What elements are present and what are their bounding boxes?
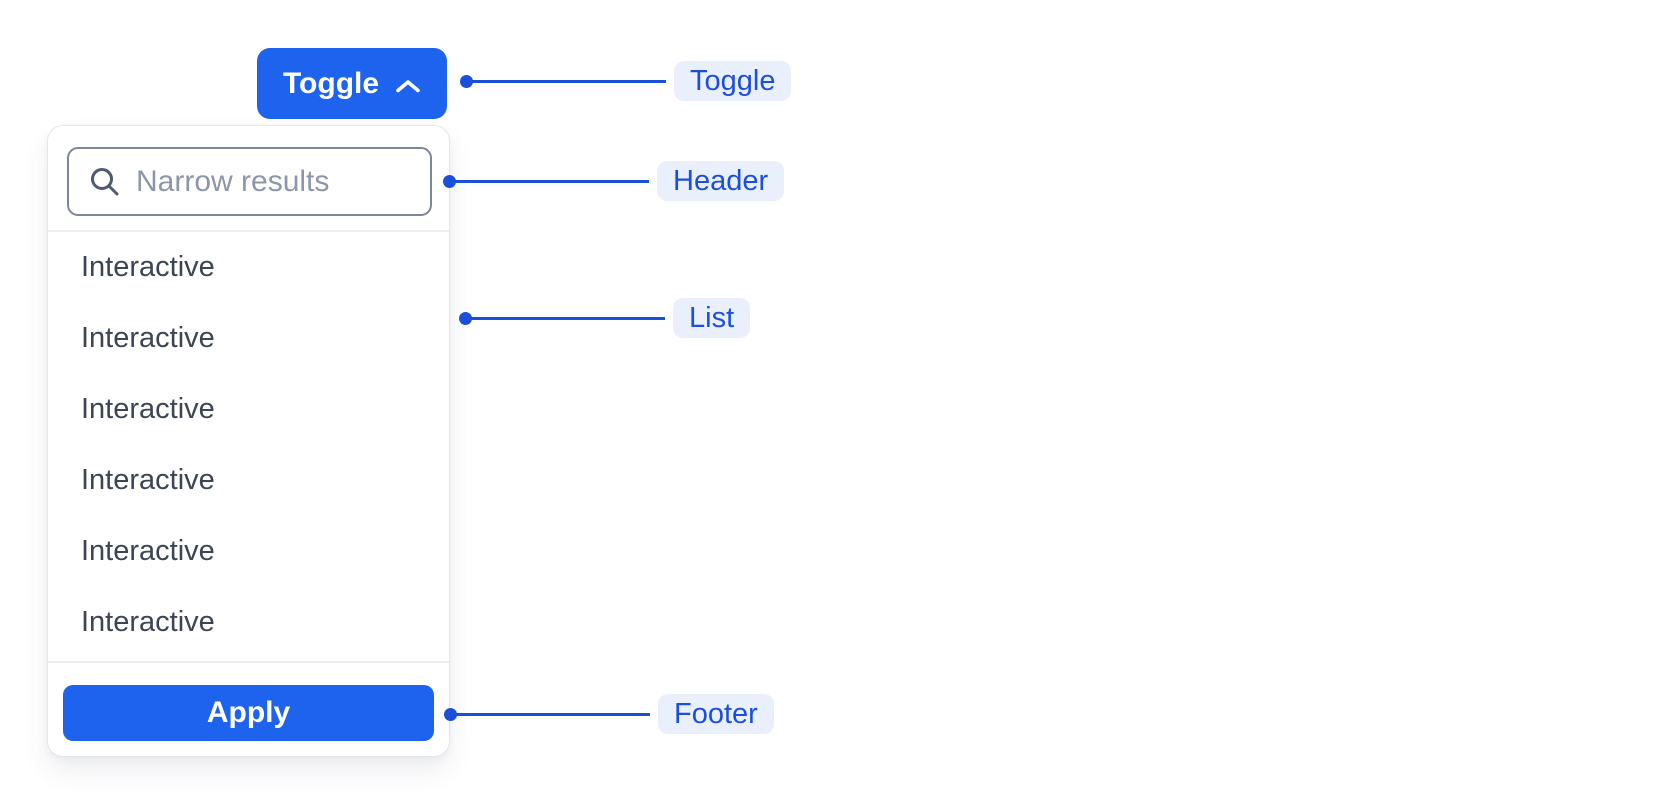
list-item[interactable]: Interactive [81,464,215,496]
list-item[interactable]: Interactive [81,535,215,567]
annotation-dot [444,707,457,721]
list-item[interactable]: Interactive [81,393,215,425]
annotation-line [455,179,649,183]
annotation-toggle: Toggle [460,61,792,101]
search-icon [89,166,121,198]
annotation-label-toggle: Toggle [674,61,792,101]
annotation-footer: Footer [444,694,774,734]
dropdown-header [48,126,449,232]
toggle-button-label: Toggle [282,66,380,100]
search-input[interactable] [136,164,412,199]
annotation-dot [460,74,473,88]
annotation-dot [459,311,472,325]
list-item[interactable]: Interactive [81,322,215,354]
search-box[interactable] [67,147,432,216]
dropdown-panel: InteractiveInteractiveInteractiveInterac… [47,125,450,757]
annotation-label-footer: Footer [658,694,774,734]
dropdown-footer: Apply [48,663,449,756]
annotation-header: Header [443,161,785,201]
list-item[interactable]: Interactive [81,606,215,638]
annotation-line [472,79,666,83]
toggle-button[interactable]: Toggle [257,48,447,119]
chevron-up-icon [395,68,421,102]
annotation-label-header: Header [657,161,785,201]
annotation-dot [443,174,456,188]
annotation-line [471,316,665,320]
annotation-list: List [459,298,751,338]
list-item[interactable]: Interactive [81,251,215,283]
annotation-line [456,712,650,716]
annotation-label-list: List [673,298,751,338]
apply-button[interactable]: Apply [63,685,434,741]
